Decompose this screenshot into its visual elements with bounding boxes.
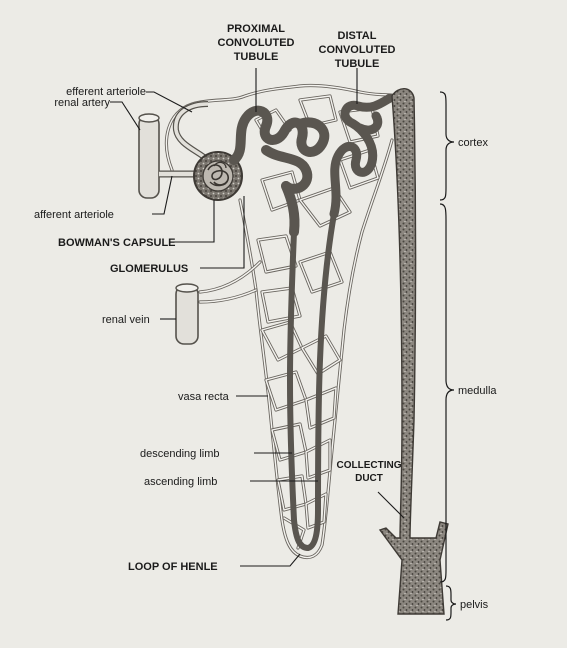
label-renal-artery: renal artery xyxy=(54,97,110,109)
label-cortex: cortex xyxy=(458,137,488,149)
descending-limb xyxy=(287,229,311,551)
glomerulus xyxy=(207,161,229,187)
label-distal-line1: DISTAL xyxy=(338,30,377,42)
label-loop-of-henle: LOOP OF HENLE xyxy=(128,561,218,573)
label-renal-vein: renal vein xyxy=(102,314,150,326)
label-vasa-recta: vasa recta xyxy=(178,391,230,403)
label-collecting-line1: COLLECTING xyxy=(337,460,402,471)
cortex-brace xyxy=(439,91,455,201)
proximal-convoluted-tubule xyxy=(229,105,330,237)
label-glomerulus: GLOMERULUS xyxy=(110,263,188,275)
label-afferent-arteriole: afferent arteriole xyxy=(34,209,114,221)
label-pelvis: pelvis xyxy=(460,599,489,611)
label-distal-line3: TUBULE xyxy=(335,58,380,70)
ascending-limb xyxy=(305,211,337,551)
renal-vein xyxy=(175,283,199,345)
label-efferent-arteriole: efferent arteriole xyxy=(66,86,146,98)
leader-lines xyxy=(110,68,405,567)
label-collecting-line2: DUCT xyxy=(355,473,383,484)
label-bowmans-capsule: BOWMAN'S CAPSULE xyxy=(58,237,176,249)
pelvis-brace xyxy=(445,585,457,621)
distal-convoluted-tubule xyxy=(329,93,395,219)
label-distal-line2: CONVOLUTED xyxy=(319,44,396,56)
collecting-duct xyxy=(378,88,449,615)
label-ascending-limb: ascending limb xyxy=(144,476,217,488)
label-medulla: medulla xyxy=(458,385,497,397)
renal-artery xyxy=(138,101,210,199)
label-proximal-line3: TUBULE xyxy=(234,51,279,63)
label-descending-limb: descending limb xyxy=(140,448,220,460)
capillary-network xyxy=(164,83,400,560)
label-proximal-line1: PROXIMAL xyxy=(227,23,285,35)
medulla-brace xyxy=(439,203,455,583)
label-proximal-line2: CONVOLUTED xyxy=(218,37,295,49)
labels: PROXIMAL CONVOLUTED TUBULE DISTAL CONVOL… xyxy=(34,23,497,611)
